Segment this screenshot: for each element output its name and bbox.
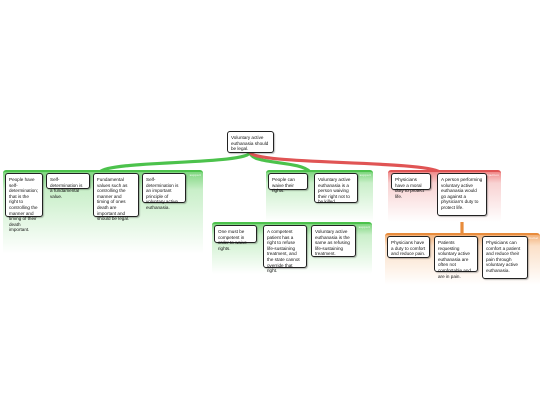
claim-node[interactable]: One must be competent in order to waive … — [214, 225, 257, 251]
claim-node[interactable]: A person performing voluntary active eut… — [437, 173, 487, 216]
claim-node[interactable]: Fundamental values such as controlling t… — [93, 173, 139, 221]
claim-node[interactable]: A competent patient has a right to refus… — [263, 225, 307, 273]
claim-node[interactable]: Self-determination is an important princ… — [142, 173, 186, 210]
claim-node[interactable]: Physicians have a moral duty to protect … — [391, 173, 431, 199]
claim-node[interactable]: Voluntary active euthanasia is a person … — [314, 173, 358, 204]
group-tag: support — [358, 225, 370, 229]
claim-node[interactable]: Self-determination is a fundamental valu… — [46, 173, 90, 199]
objection-link — [248, 150, 441, 174]
claim-node[interactable]: Physicians can comfort a patient and red… — [482, 236, 528, 279]
group-tag: support — [359, 173, 371, 177]
claim-node[interactable]: People have self-determination; that is … — [5, 173, 43, 232]
claim-node[interactable]: Physicians have a duty to comfort and re… — [387, 236, 430, 258]
claim-node[interactable]: People can waive their rights. — [268, 173, 308, 193]
claim-node[interactable]: Patients requesting voluntary active eut… — [434, 236, 478, 279]
claim-node[interactable]: Voluntary active euthanasia is the same … — [311, 225, 356, 257]
group-tag: rebuttal — [526, 236, 538, 240]
group-tag: support — [189, 173, 201, 177]
root-contention[interactable]: Voluntary active euthanasia should be le… — [227, 131, 274, 153]
group-tag: objection — [485, 173, 499, 177]
support-link — [98, 150, 252, 174]
